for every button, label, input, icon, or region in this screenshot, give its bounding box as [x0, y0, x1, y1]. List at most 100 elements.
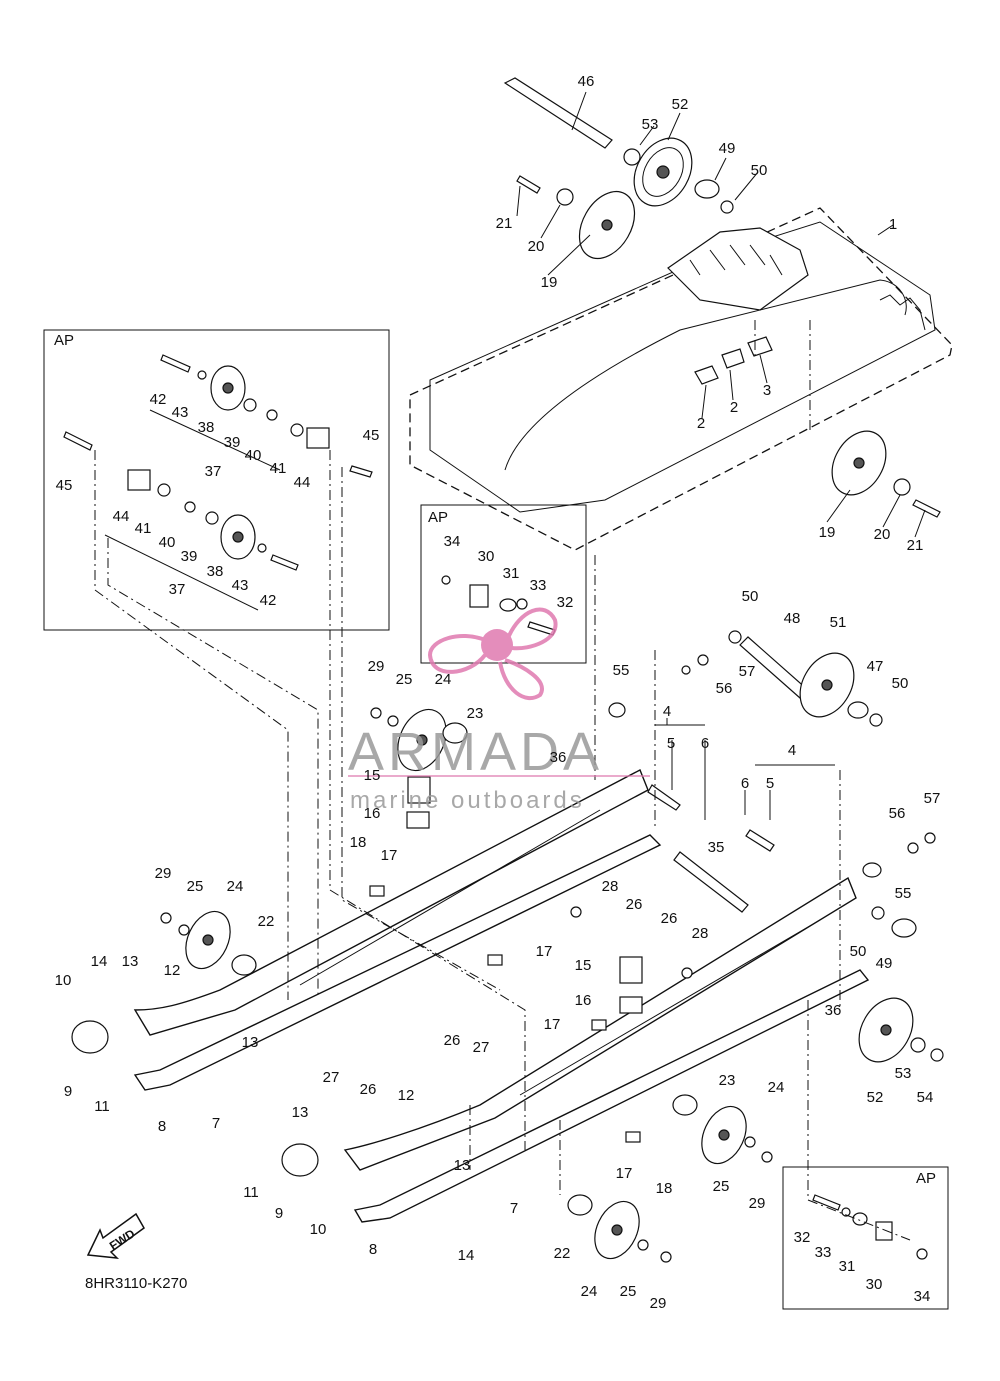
part-label: 28	[692, 925, 709, 942]
wheels	[71, 707, 944, 1263]
part-label: 45	[363, 427, 380, 444]
diagram-code: 8HR3110-K270	[85, 1275, 187, 1292]
part-label: 9	[64, 1083, 72, 1100]
part-label: 31	[503, 565, 520, 582]
part-label: 48	[784, 610, 801, 627]
part-label: 51	[830, 614, 847, 631]
part-label: 53	[642, 116, 659, 133]
part-labels: 46 52 53 49 50 21 20 19 1 2 2 3 19 20 21…	[55, 73, 941, 1312]
part-label: 17	[381, 847, 398, 864]
part-label: 19	[819, 524, 836, 541]
part-label: 25	[713, 1178, 730, 1195]
part-label: 43	[232, 577, 249, 594]
part-label: 17	[536, 943, 553, 960]
part-label: 2	[697, 415, 705, 432]
part-label: 54	[917, 1089, 934, 1106]
part-label: 29	[650, 1295, 667, 1312]
part-label: 16	[364, 805, 381, 822]
part-label: 42	[260, 592, 277, 609]
part-label: 29	[749, 1195, 766, 1212]
slide-rails	[133, 769, 870, 1223]
part-label: 31	[839, 1258, 856, 1275]
part-label: 26	[444, 1032, 461, 1049]
part-label: 15	[364, 767, 381, 784]
part-label: 27	[323, 1069, 340, 1086]
part-label: 40	[245, 447, 262, 464]
part-label: 53	[895, 1065, 912, 1082]
part-label: 42	[150, 391, 167, 408]
part-label: 17	[544, 1016, 561, 1033]
part-label: 25	[620, 1283, 637, 1300]
part-label: 24	[227, 878, 244, 895]
ap-label: AP	[54, 332, 74, 349]
part-label: 57	[924, 790, 941, 807]
part-label: 44	[113, 508, 130, 525]
part-label: 44	[294, 474, 311, 491]
fwd-arrow-icon: FWD	[86, 1212, 145, 1259]
part-label: 52	[672, 96, 689, 113]
part-label: 24	[435, 671, 452, 688]
part-label: 23	[719, 1072, 736, 1089]
part-label: 13	[454, 1157, 471, 1174]
part-label: 22	[258, 913, 275, 930]
part-label: 55	[613, 662, 630, 679]
part-label: 34	[914, 1288, 931, 1305]
part-label: 12	[164, 962, 181, 979]
ap-inset-right: AP	[782, 1166, 949, 1310]
part-label: 49	[719, 140, 736, 157]
part-label: 19	[541, 274, 558, 291]
part-label: 13	[122, 953, 139, 970]
part-label: 18	[350, 834, 367, 851]
part-label: 4	[663, 703, 671, 720]
part-label: 13	[242, 1034, 259, 1051]
part-label: 2	[730, 399, 738, 416]
part-label: 26	[360, 1081, 377, 1098]
watermark-title: ARMADA	[348, 722, 603, 782]
watermark: ARMADA marine outboards	[348, 607, 650, 814]
part-label: 9	[275, 1205, 283, 1222]
part-label: 30	[478, 548, 495, 565]
part-label: 37	[169, 581, 186, 598]
part-label: 7	[510, 1200, 518, 1217]
part-label: 21	[907, 537, 924, 554]
part-label: 10	[310, 1221, 327, 1238]
part-label: 32	[794, 1229, 811, 1246]
part-label: 22	[554, 1245, 571, 1262]
part-label: 34	[444, 533, 461, 550]
part-label: 50	[892, 675, 909, 692]
part-label: 35	[708, 839, 725, 856]
part-label: 32	[557, 594, 574, 611]
ap-label: AP	[916, 1170, 936, 1187]
part-label: 57	[739, 663, 756, 680]
track-belt	[409, 207, 953, 551]
propeller-logo-icon	[427, 607, 558, 701]
part-label: 23	[467, 705, 484, 722]
track-clips	[694, 336, 773, 385]
ap-label: AP	[428, 509, 448, 526]
part-label: 39	[224, 434, 241, 451]
ap-inset-middle: AP	[420, 504, 587, 664]
part-label: 8	[158, 1118, 166, 1135]
part-label: 50	[850, 943, 867, 960]
part-label: 28	[602, 878, 619, 895]
part-label: 7	[212, 1115, 220, 1132]
part-label: 13	[292, 1104, 309, 1121]
part-label: 20	[874, 526, 891, 543]
part-label: 4	[788, 742, 796, 759]
part-label: 11	[243, 1184, 259, 1201]
part-label: 15	[575, 957, 592, 974]
part-label: 56	[889, 805, 906, 822]
part-label: 20	[528, 238, 545, 255]
part-label: 24	[581, 1283, 598, 1300]
part-label: 5	[766, 775, 774, 792]
part-label: 50	[742, 588, 759, 605]
part-label: 5	[667, 735, 675, 752]
part-label: 29	[368, 658, 385, 675]
part-label: 29	[155, 865, 172, 882]
part-label: 36	[550, 749, 567, 766]
part-label: 43	[172, 404, 189, 421]
part-label: 16	[575, 992, 592, 1009]
part-label: 8	[369, 1241, 377, 1258]
ap-mid-parts	[441, 575, 556, 636]
